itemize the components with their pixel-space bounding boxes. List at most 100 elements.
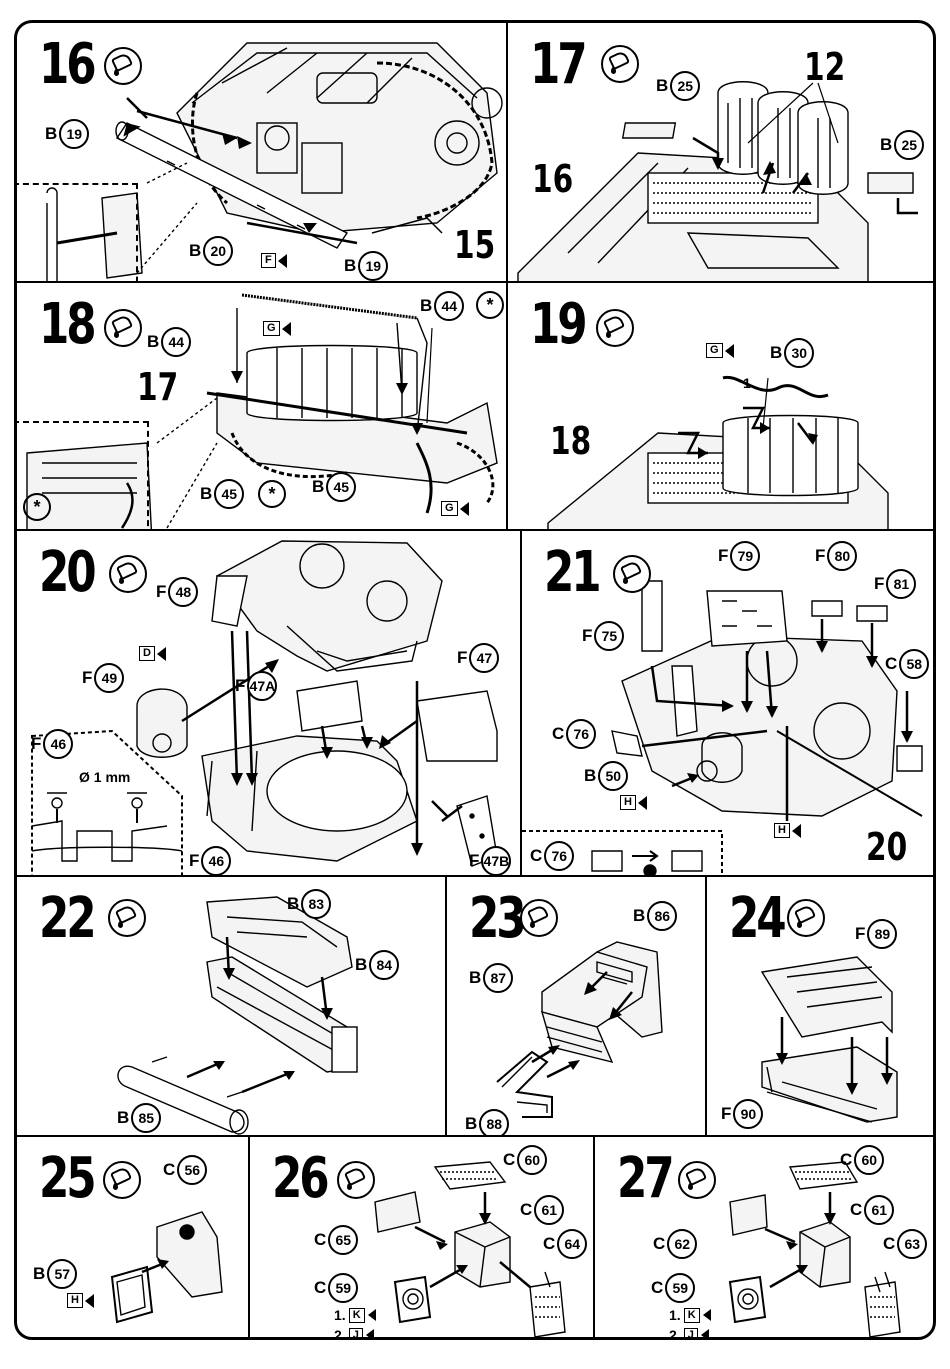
step-18-number: 18	[39, 292, 97, 357]
decal-flag: G	[263, 321, 291, 336]
glue-icon	[601, 45, 639, 83]
step-20-number: 20	[39, 540, 97, 605]
glue-icon	[108, 899, 146, 937]
step-16-number: 16	[39, 32, 97, 97]
asterisk-marker: *	[476, 291, 504, 319]
decal-flag: F	[261, 253, 287, 268]
ref-number: 16	[532, 157, 574, 201]
step-24-number: 24	[729, 886, 787, 951]
ref-number: 12	[804, 45, 846, 89]
step-23-number: 23	[469, 886, 527, 951]
step-16-illustration	[46, 42, 503, 281]
ref-number: 20	[866, 825, 908, 869]
ref-number: 15	[454, 223, 496, 267]
step-22-illustration	[117, 896, 358, 1135]
decal-flag: G	[706, 343, 734, 358]
step-21-number: 21	[544, 540, 602, 605]
glue-icon	[337, 1161, 375, 1199]
sequence-number: 1	[743, 375, 751, 391]
decal-flag: H	[67, 1293, 94, 1308]
decal-sequence-1: 1.K	[334, 1307, 376, 1323]
step-25-illustration	[110, 1211, 223, 1324]
step-27-number: 27	[617, 1146, 675, 1211]
step-19-illustration	[547, 375, 889, 529]
ref-number: 18	[550, 419, 592, 463]
decal-flag: G	[441, 501, 469, 516]
step-21-illustration	[522, 580, 923, 875]
decal-sequence-1: 1.K	[669, 1307, 711, 1323]
step-20-illustration	[31, 540, 498, 875]
step-26-illustration	[374, 1161, 566, 1337]
glue-icon	[109, 555, 147, 593]
step-22-number: 22	[39, 886, 97, 951]
step-27-illustration	[728, 1161, 901, 1337]
step-16-detail-inset	[17, 183, 138, 281]
step-18-detail-inset	[17, 421, 149, 529]
decal-flag: D	[139, 646, 166, 661]
ref-number: 17	[137, 365, 179, 409]
asterisk-marker: *	[23, 493, 51, 521]
step-25-number: 25	[39, 1146, 97, 1211]
drill-diameter-note: Ø 1 mm	[79, 769, 131, 785]
glue-icon	[678, 1161, 716, 1199]
step-23-illustration	[496, 941, 663, 1118]
step-26-number: 26	[272, 1146, 330, 1211]
glue-icon	[596, 309, 634, 347]
decal-flag: H	[620, 795, 647, 810]
glue-icon	[787, 899, 825, 937]
glue-icon	[104, 47, 142, 85]
decal-sequence-2: 2.J	[334, 1327, 374, 1337]
glue-icon	[104, 309, 142, 347]
